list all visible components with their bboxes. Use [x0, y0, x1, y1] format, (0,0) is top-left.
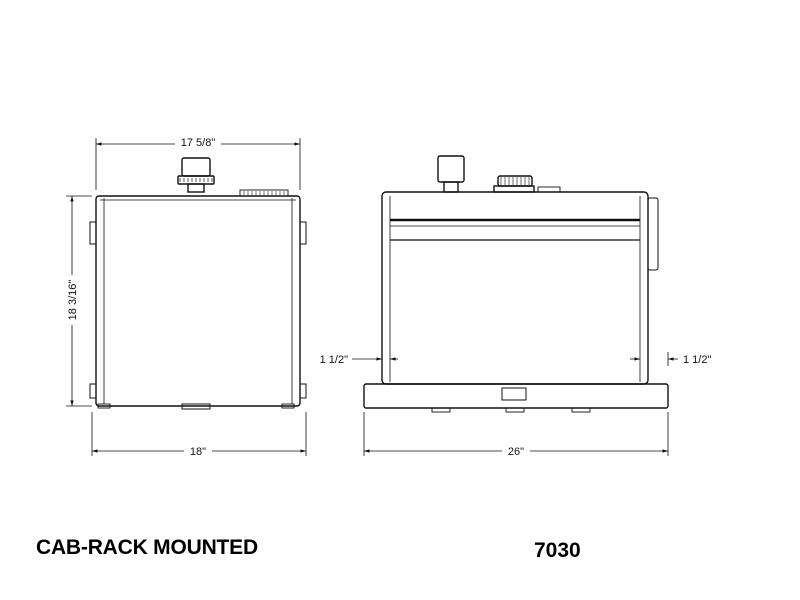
drawing-title: CAB-RACK MOUNTED	[36, 536, 258, 559]
front-right-offset-label: 1 1/2"	[683, 354, 711, 366]
front-view-vent	[493, 175, 561, 193]
side-view-fill-cap	[177, 157, 215, 193]
front-view-label-plate	[501, 387, 527, 401]
side-height-label: 18 3/16"	[67, 280, 79, 321]
side-base-width-label: 18"	[190, 446, 206, 458]
front-overall-width-label: 26"	[508, 446, 524, 458]
side-view-drain-plug	[181, 403, 211, 410]
front-left-offset-label: 1 1/2"	[320, 354, 348, 366]
front-view-tank	[363, 155, 669, 413]
front-view-dimensions	[352, 352, 678, 456]
side-view-tank	[89, 157, 307, 410]
side-view-vent	[239, 189, 289, 197]
model-number: 7030	[534, 539, 581, 562]
side-width-label: 17 5/8"	[181, 137, 216, 149]
front-view-fill-cap	[437, 155, 465, 193]
side-view-body	[95, 195, 301, 407]
